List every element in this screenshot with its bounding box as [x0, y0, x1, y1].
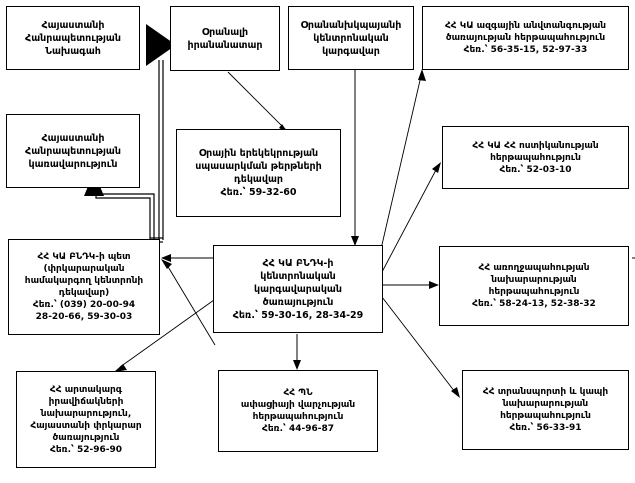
edge-dispatch-service-to-defense-aviation [293, 334, 301, 370]
node-defense-ministry-aviation-duty: ՀՀ ՊՆ ափացիայի վարչության հերթապահությու… [218, 370, 378, 452]
node-line: Հեռ.՝ (039) 20-00-94 [32, 300, 136, 310]
node-line: (փրկարարական [43, 264, 125, 274]
node-line: Հեռ.՝ 59-32-60 [220, 187, 297, 198]
edge-emergency-ministry-to-head-of-agency [161, 259, 216, 346]
node-daily-duty-officer: Օրանալի իրանանատար [170, 6, 280, 71]
node-line: կարգավարական [254, 283, 342, 295]
node-line: հերթապահություն [500, 411, 591, 421]
node-line: ՀՀ ԿԱ ԲՆԴԿ-ի պետ [37, 252, 131, 262]
edge-dispatch-service-to-nss [377, 69, 426, 263]
node-line: ափացիայի վարչության [240, 400, 356, 410]
node-emergency-situations-ministry: ՀՀ արտակարգ իրավիճակների նախարարություն,… [16, 371, 156, 468]
node-line: դեկավար [234, 174, 283, 185]
node-health-ministry-duty: ՀՀ առողջապահության նախարարության հերթապա… [439, 246, 629, 326]
node-line: Հեռ.՝ 59-30-16, 28-34-29 [232, 309, 364, 321]
node-line: հերթապահություն [488, 287, 580, 297]
node-transport-and-communication-ministry-duty: ՀՀ տրանսպորտի և կապի նախարարության հերթա… [462, 370, 629, 450]
node-government-of-armenia: Հայաստանի Հանրապետության կառավարություն [6, 114, 140, 188]
edge-dispatch-service-to-police [381, 162, 441, 273]
node-line: նախարարության [491, 275, 577, 285]
node-police-duty: ՀՀ ԿԱ ՀՀ ոստիկանության հերթապահություն Հ… [442, 126, 629, 189]
node-line: համակարգող կենտրոնի [24, 276, 144, 286]
node-line: ՀՀ արտակարգ [49, 384, 123, 395]
node-line: Օրանանխկպայանի [300, 19, 402, 31]
node-president-of-armenia: Հայաստանի Հանրապետության Նախագահ [6, 6, 140, 70]
node-line: ՀՀ ԿԱ ՀՀ ոստիկանության [472, 140, 599, 151]
node-operational-central-dispatcher: Օրանանխկպայանի կենտրոնական կարգավար [288, 6, 414, 70]
edge-dispatch-service-to-emergency-ministry [114, 299, 215, 372]
node-line: ծառայության հերթապահություն [445, 33, 606, 43]
node-line: ծառայություն [52, 432, 120, 443]
node-line: դեկավար) [58, 288, 110, 298]
node-line: կարգավար [322, 45, 380, 57]
node-line: Հանրապետության [25, 32, 121, 44]
edge-dispatch-service-to-transport [381, 296, 460, 398]
node-head-of-agency: ՀՀ ԿԱ ԲՆԴԿ-ի պետ (փրկարարական համակարգող… [8, 239, 160, 335]
edge-duty-officer-to-daily-service [227, 71, 288, 133]
node-line: 28-20-66, 59-30-03 [35, 312, 133, 322]
node-line: նախարարության [502, 399, 589, 409]
edge-central-dispatcher-to-dispatch-service [351, 70, 359, 246]
node-line: կենտրոնական [313, 32, 389, 44]
node-line: Հեռ.՝ 44-96-87 [261, 424, 335, 434]
node-line: Հեռ.՝ 56-33-91 [509, 423, 582, 433]
node-line: ՀՀ առողջապահության [478, 263, 590, 273]
node-line: նախարարություն, [40, 408, 132, 419]
node-line: Օրանալի [201, 26, 249, 38]
node-line: Հեռ.՝ 52-96-90 [49, 444, 123, 455]
node-line: հերթապահություն [252, 412, 344, 422]
node-line: Հայաստանի [41, 132, 105, 144]
node-line: Հանրապետության [25, 145, 121, 157]
node-line: Հեռ.՝ 52-03-10 [499, 164, 572, 175]
node-line: կենտրոնական [260, 270, 336, 282]
node-line: Հեռ.՝ 56-35-15, 52-97-33 [463, 45, 588, 55]
node-daily-service-sheets-manager: Օրային երեկեկրության սպասարկման թերթների… [176, 129, 341, 217]
node-central-dispatch-service: ՀՀ ԿԱ ԲՆԴԿ-ի կենտրոնական կարգավարական ծա… [213, 245, 383, 333]
node-line: ծառայություն [262, 296, 334, 308]
node-line: Հայաստանի փրկարար [30, 420, 142, 431]
node-line: Հեռ.՝ 58-24-13, 52-38-32 [472, 299, 596, 309]
edge-dispatch-service-to-head-of-agency [161, 254, 213, 262]
node-line: Օրային երեկեկրության [198, 148, 319, 159]
node-line: կառավարություն [28, 158, 118, 170]
node-line: Նախագահ [45, 45, 101, 57]
node-line: ՀՀ ԿԱ ազգային անվտանգության [444, 21, 607, 31]
node-line: հերթապահություն [490, 152, 581, 163]
node-line: Հայաստանի [41, 19, 105, 31]
node-line: իրանանատար [187, 39, 263, 51]
node-line: իրավիճակների [48, 396, 124, 407]
node-line: սպասարկման թերթների [195, 161, 322, 172]
node-line: ՀՀ տրանսպորտի և կապի [482, 387, 609, 397]
node-line: ՀՀ ԿԱ ԲՆԴԿ-ի [262, 257, 334, 269]
edge-dispatch-service-to-health [383, 281, 439, 289]
node-line: ՀՀ ՊՆ [283, 388, 313, 398]
node-national-security-service-duty: ՀՀ ԿԱ ազգային անվտանգության ծառայության … [422, 6, 629, 70]
edge-head-of-agency-to-president [146, 24, 176, 243]
